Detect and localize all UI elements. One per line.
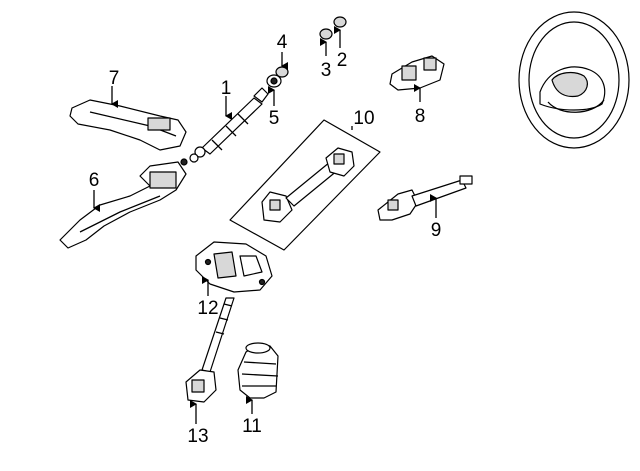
part-8-universal-joint [389,55,445,91]
callout-5: 5 [269,108,280,129]
part-2-cap [333,16,347,28]
callout-7: 7 [109,68,120,89]
part-7-upper-bracket [69,99,187,151]
leader-lines [93,26,437,424]
part-12-cover-plate [195,241,273,293]
part-11-boot [237,342,279,399]
part-10-intermediate-shaft-box [229,119,381,251]
callout-4: 4 [277,32,288,53]
callout-2: 2 [337,50,348,71]
callout-9: 9 [431,220,442,241]
part-5-bearing [266,74,282,88]
callout-1: 1 [221,78,232,99]
part-3-cap [319,28,333,40]
part-13-lower-shaft [185,297,235,403]
steering-wheel [518,11,630,149]
part-1-shaft [189,87,269,163]
part-6-lower-bracket [59,158,188,249]
callout-11: 11 [242,416,262,437]
callout-3: 3 [321,60,332,81]
callout-8: 8 [415,106,426,127]
part-9-steering-shaft [377,175,473,221]
callout-10: 10 [353,108,374,129]
callout-6: 6 [89,170,100,191]
callout-12: 12 [197,298,218,319]
callout-13: 13 [187,426,208,447]
